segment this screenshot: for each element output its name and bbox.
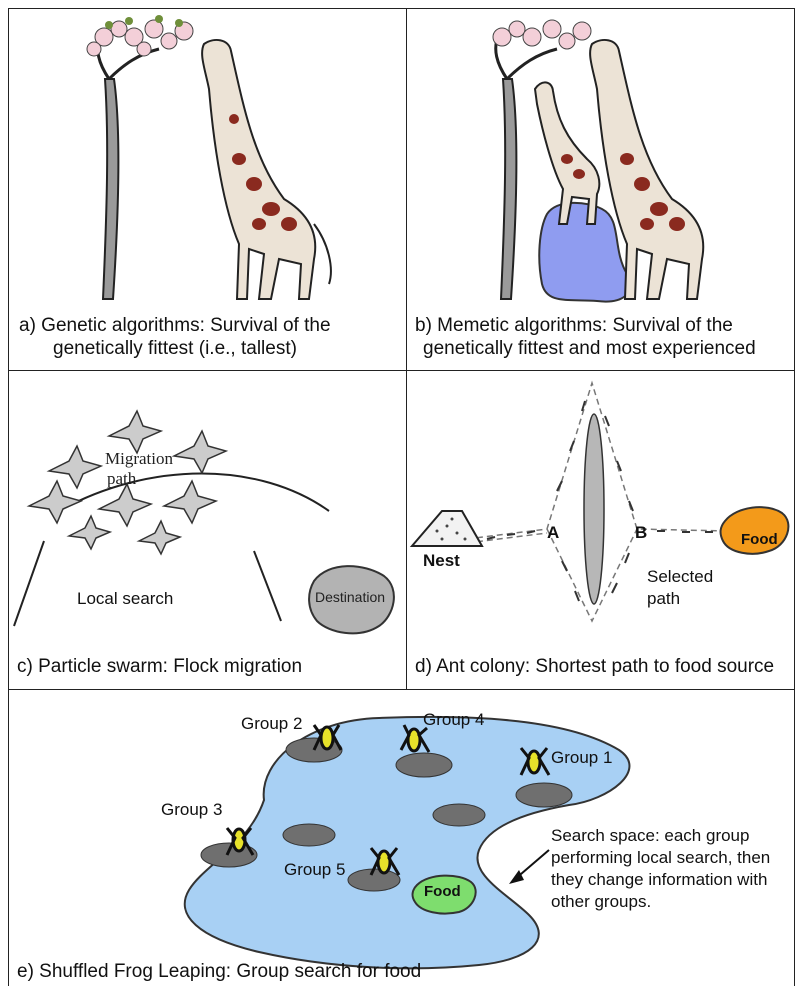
search-space-line1: Search space: each group xyxy=(551,826,749,846)
panel-memetic-algorithms: b) Memetic algorithms: Survival of the g… xyxy=(406,8,795,371)
panel-particle-swarm: Migration path Local search Destination … xyxy=(8,370,407,690)
panel-d-caption: d) Ant colony: Shortest path to food sou… xyxy=(415,655,774,678)
panel-a-caption-line2: genetically fittest (i.e., tallest) xyxy=(53,337,297,360)
search-space-line2: performing local search, then xyxy=(551,848,770,868)
panel-a-caption-line1: a) Genetic algorithms: Survival of the xyxy=(19,314,331,337)
food-label-d: Food xyxy=(741,531,778,548)
panel-shuffled-frog-leaping: Group 1 Group 2 Group 3 Group 4 Group 5 … xyxy=(8,689,795,986)
destination-label: Destination xyxy=(315,589,385,605)
group-2-label: Group 2 xyxy=(241,714,302,734)
group-4-label: Group 4 xyxy=(423,710,484,730)
search-space-line4: other groups. xyxy=(551,892,651,912)
migration-path-label: path xyxy=(107,469,136,489)
nest-label: Nest xyxy=(423,551,460,571)
point-b-label: B xyxy=(635,523,647,543)
local-search-label: Local search xyxy=(77,589,173,609)
group-3-label: Group 3 xyxy=(161,800,222,820)
migration-label: Migration xyxy=(105,449,173,469)
panel-b-caption-line2: genetically fittest and most experienced xyxy=(423,337,756,360)
panel-e-caption: e) Shuffled Frog Leaping: Group search f… xyxy=(17,960,421,983)
flock-illustration xyxy=(9,371,407,690)
point-a-label: A xyxy=(547,523,559,543)
panel-genetic-algorithms: a) Genetic algorithms: Survival of the g… xyxy=(8,8,407,371)
search-space-line3: they change information with xyxy=(551,870,767,890)
selected-label: Selected xyxy=(647,567,713,587)
food-label-e: Food xyxy=(424,883,461,900)
panel-b-caption-line1: b) Memetic algorithms: Survival of the xyxy=(415,314,733,337)
panel-c-caption: c) Particle swarm: Flock migration xyxy=(17,655,302,678)
selected-path-label: path xyxy=(647,589,680,609)
group-1-label: Group 1 xyxy=(551,748,612,768)
ant-path-illustration xyxy=(407,371,795,690)
panel-ant-colony: Nest A B Food Selected path d) Ant colon… xyxy=(406,370,795,690)
group-5-label: Group 5 xyxy=(284,860,345,880)
